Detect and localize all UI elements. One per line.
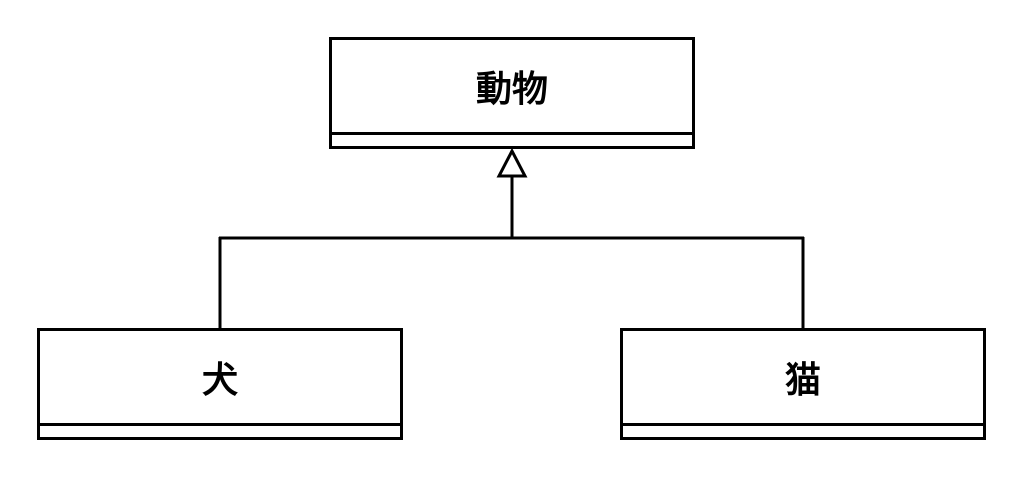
class-name-cat: 猫 <box>784 360 821 401</box>
class-box-dog[interactable]: 犬 <box>37 328 403 440</box>
class-divider <box>332 132 692 135</box>
class-name-dog: 犬 <box>201 360 238 401</box>
class-box-animal[interactable]: 動物 <box>329 37 695 149</box>
class-box-cat[interactable]: 猫 <box>620 328 986 440</box>
class-divider <box>40 423 400 426</box>
hollow-triangle-arrowhead-icon <box>496 147 528 178</box>
class-divider <box>623 423 983 426</box>
class-name-animal: 動物 <box>475 69 548 110</box>
